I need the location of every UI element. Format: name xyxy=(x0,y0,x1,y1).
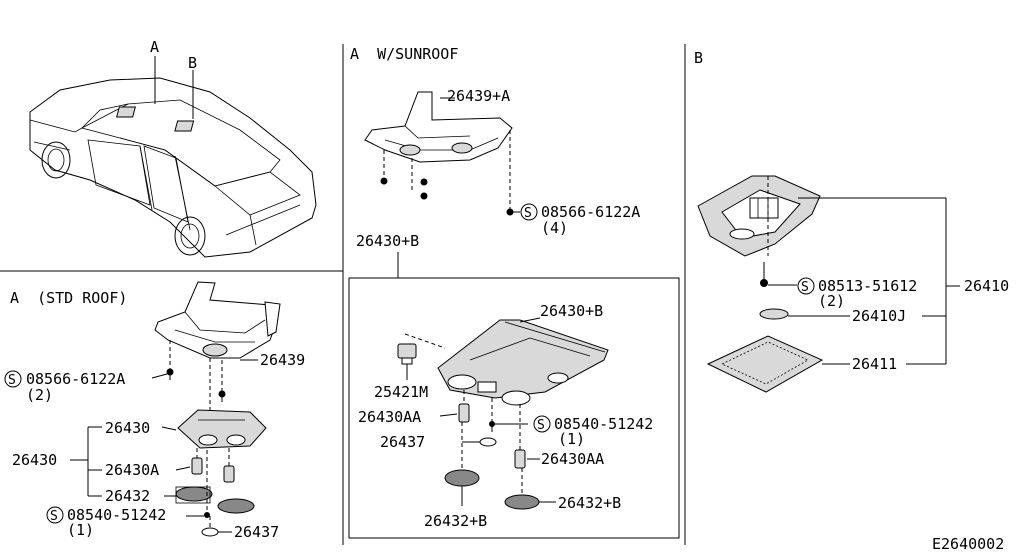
std-lens-drawing xyxy=(175,486,255,514)
std-lamp-screw-part-number: 08540-51242 xyxy=(67,506,166,524)
svg-text:S: S xyxy=(537,418,545,433)
sunroof-screw2-qty: (1) xyxy=(558,430,585,448)
sunroof-header: A W/SUNROOF xyxy=(350,45,458,63)
std-clip-part-number: 26437 xyxy=(234,523,279,541)
panel-b-screw-qty: (2) xyxy=(818,292,845,310)
sunroof-bracket-drawing xyxy=(364,91,513,163)
car-label-a: A xyxy=(150,38,159,56)
std-roof-bracket-drawing xyxy=(154,281,281,359)
panel-dividers xyxy=(0,44,686,545)
std-screw-drawing xyxy=(166,368,226,402)
sunroof-bulb-right-drawing xyxy=(514,449,526,469)
std-lamp-screw-qty: (1) xyxy=(67,521,94,539)
std-roof-header: A (STD ROOF) xyxy=(10,289,127,307)
sunroof-lens-left-drawing xyxy=(444,469,480,487)
svg-text:S: S xyxy=(801,280,809,295)
std-bulb-part-number: 26430A xyxy=(105,461,159,479)
car-label-b: B xyxy=(188,54,197,72)
std-bracket-part-number: 26439 xyxy=(260,351,305,369)
sunroof-lens-right-part-number: 26432+B xyxy=(558,494,621,512)
sunroof-bulb-left-drawing xyxy=(458,403,470,423)
std-clip-drawing xyxy=(201,527,219,537)
std-lamp-group-part-number: 26430 xyxy=(12,451,57,469)
sunroof-bracket-part-number: 26439+A xyxy=(447,87,510,105)
svg-text:S: S xyxy=(8,373,16,388)
s-mark-icon: S xyxy=(533,415,551,433)
std-screw-qty: (2) xyxy=(26,386,53,404)
panel-b-screw-part-number: 08513-51612 xyxy=(818,277,917,295)
sunroof-bulb-right-part-number: 26430AA xyxy=(541,450,604,468)
s-mark-icon: S xyxy=(4,370,22,388)
figure-code: E2640002 xyxy=(932,535,1004,553)
panel-b-lamp-assy-part-number: 26410 xyxy=(964,277,1009,295)
sunroof-screw-part-number: 08566-6122A xyxy=(541,203,640,221)
sunroof-switch-drawing xyxy=(397,343,417,365)
sunroof-lamp-assy-drawing xyxy=(437,319,609,406)
sunroof-detail-box xyxy=(348,277,680,539)
svg-text:S: S xyxy=(50,509,58,524)
panel-b-lamp-assy-drawing xyxy=(697,175,821,257)
std-lens-part-number: 26432 xyxy=(105,487,150,505)
panel-b-lens-part-number: 26411 xyxy=(852,355,897,373)
std-group-bracket xyxy=(70,426,102,497)
sunroof-switch-part-number: 25421M xyxy=(374,383,428,401)
s-mark-icon: S xyxy=(797,277,815,295)
car-illustration xyxy=(29,77,317,258)
s-mark-icon: S xyxy=(46,506,64,524)
s-mark-icon: S xyxy=(520,203,538,221)
sunroof-bulb-left-part-number: 26430AA xyxy=(358,408,421,426)
panel-b-bulb-part-number: 26410J xyxy=(852,307,906,325)
svg-text:S: S xyxy=(524,206,532,221)
panel-b-bulb-drawing xyxy=(759,308,789,320)
panel-b-screw-drawing xyxy=(760,262,768,287)
sunroof-screw2-part-number: 08540-51242 xyxy=(554,415,653,433)
sunroof-lens-right-drawing xyxy=(504,494,540,510)
sunroof-screw-qty: (4) xyxy=(541,219,568,237)
sunroof-bracket-screws xyxy=(380,130,514,216)
std-lamp-assy-drawing xyxy=(177,409,267,449)
sunroof-clip-drawing xyxy=(479,437,497,447)
sunroof-lamp-assy-part-number: 26430+B xyxy=(540,302,603,320)
panel-b-lens-drawing xyxy=(706,335,824,393)
sunroof-screw2-drawing xyxy=(489,421,495,432)
panel-b-header: B xyxy=(694,49,703,67)
std-bulb-drawing xyxy=(191,457,235,483)
panel-b-group-bracket xyxy=(798,197,960,365)
sunroof-lens-left-part-number: 26432+B xyxy=(424,512,487,530)
std-lamp-assy-part-number: 26430 xyxy=(105,419,150,437)
std-screw-part-number: 08566-6122A xyxy=(26,370,125,388)
sunroof-lamp-group-part-number: 26430+B xyxy=(356,232,419,250)
sunroof-clip-part-number: 26437 xyxy=(380,433,425,451)
